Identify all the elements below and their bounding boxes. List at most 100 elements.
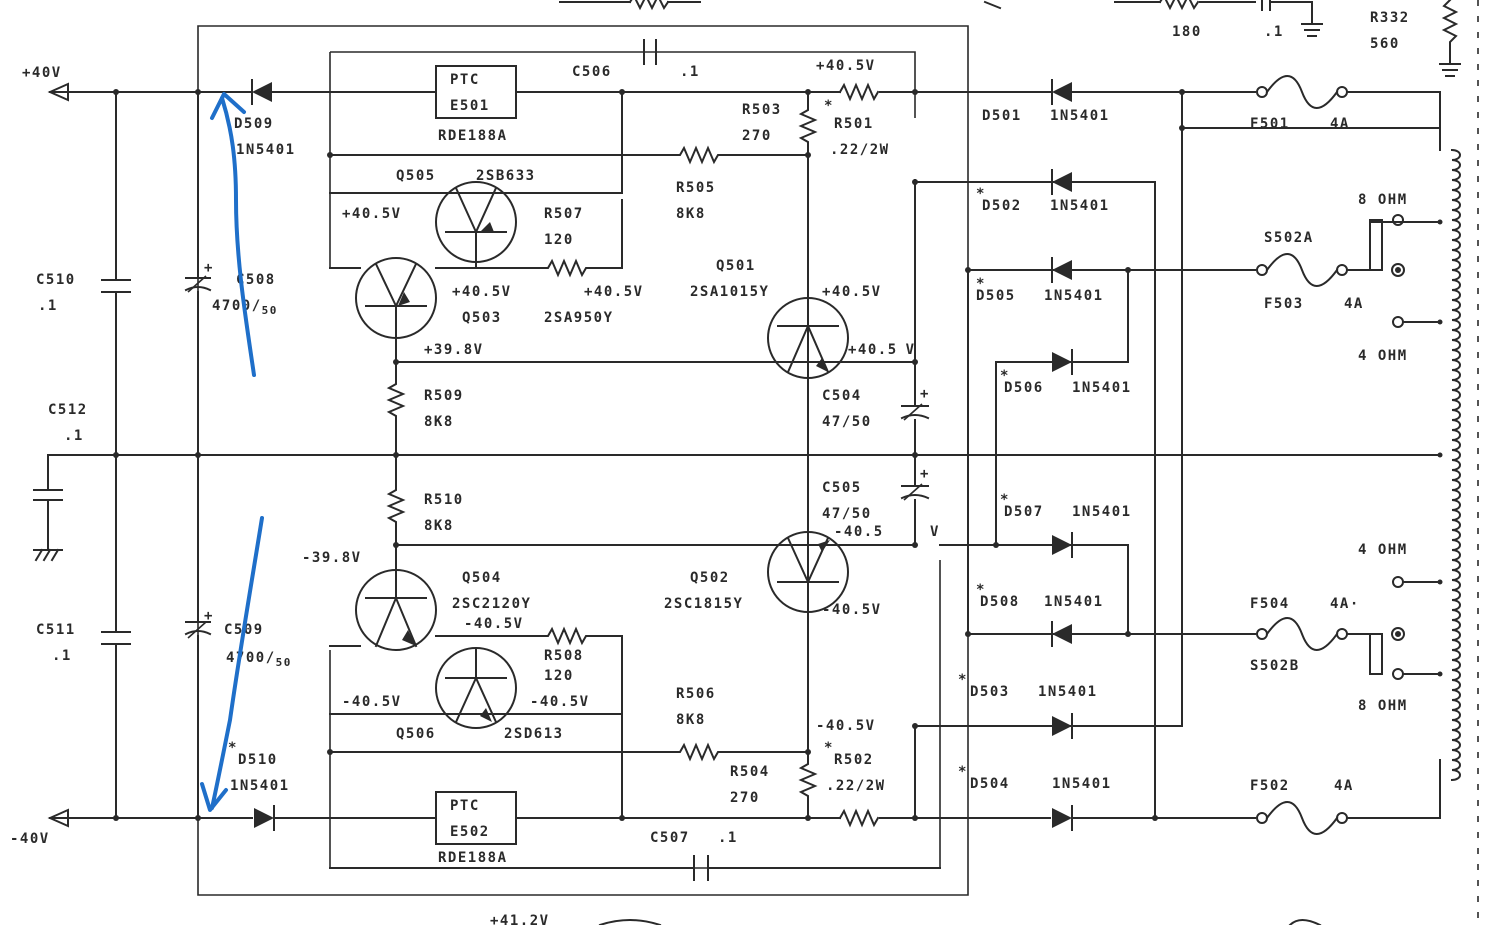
e501-label: E501: [450, 98, 490, 114]
q504-node-voltage: -39.8V: [302, 550, 362, 566]
f501-value: 4A: [1330, 116, 1350, 132]
r510-value: 8K8: [424, 518, 454, 534]
cap-c506: C506 .1: [572, 39, 698, 80]
diode-d510: D510 1N5401 *: [228, 740, 288, 831]
c505-label: C505: [822, 480, 862, 496]
e501-part: RDE188A: [438, 128, 508, 144]
q502-type: 2SC1815Y: [664, 596, 743, 612]
svg-text:*: *: [1000, 492, 1010, 508]
f503-label: F503: [1264, 296, 1304, 312]
d502-type: 1N5401: [1050, 198, 1110, 214]
svg-text:*: *: [958, 764, 968, 780]
c510-label: C510: [36, 272, 76, 288]
c505-voltage: -40.5: [834, 524, 884, 540]
r506-value: 8K8: [676, 712, 706, 728]
tap-4ohm-top: 4 OHM: [1358, 348, 1408, 364]
svg-text:*: *: [976, 582, 986, 598]
q503-voltage-2: +40.5V: [584, 284, 644, 300]
svg-text:*: *: [824, 98, 834, 114]
svg-text:*: *: [976, 276, 986, 292]
r502-label: R502: [834, 752, 874, 768]
r501-label: R501: [834, 116, 874, 132]
d506-label: D506: [1004, 380, 1044, 396]
s502a-label: S502A: [1264, 230, 1314, 246]
r501-voltage: +40.5V: [816, 58, 876, 74]
q502-label: Q502: [690, 570, 730, 586]
f502-value: 4A: [1334, 778, 1354, 794]
q504-type: 2SC2120Y: [452, 596, 531, 612]
r503-value: 270: [742, 128, 772, 144]
q503-voltage: +40.5V: [452, 284, 512, 300]
c510-value: .1: [38, 298, 58, 314]
d503-label: D503: [970, 684, 1010, 700]
transformer-secondary: [1437, 0, 1479, 925]
c507-label: C507: [650, 830, 690, 846]
c512-value: .1: [64, 428, 84, 444]
r332-value: 560: [1370, 36, 1400, 52]
svg-text:PTC: PTC: [450, 72, 480, 88]
svg-text:+: +: [920, 386, 930, 402]
r510-label: R510: [424, 492, 464, 508]
rectifier-bridge: D501 1N5401 * D502 1N5401 * D505 1N5401 …: [912, 79, 1441, 831]
d509-label: D509: [234, 116, 274, 132]
r501-value: .22/2W: [830, 142, 890, 158]
c507-value: .1: [718, 830, 738, 846]
r505-label: R505: [676, 180, 716, 196]
tap-4ohm-bottom: 4 OHM: [1358, 542, 1408, 558]
pen-annotation-up-arrow: [210, 92, 256, 377]
r502-voltage: -40.5V: [816, 718, 876, 734]
r180-value: 180: [1172, 24, 1202, 40]
c509-value: 4700/50: [226, 650, 292, 669]
svg-text:*: *: [824, 740, 834, 756]
c504-label: C504: [822, 388, 862, 404]
q505-voltage: +40.5V: [342, 206, 402, 222]
c506-label: C506: [572, 64, 612, 80]
q506-voltage: -40.5V: [342, 694, 402, 710]
f503-value: 4A: [1344, 296, 1364, 312]
positive-rail: +40V: [22, 65, 1256, 102]
q506-voltage-2: -40.5V: [530, 694, 590, 710]
c509-plus: +: [204, 608, 214, 624]
r508-value: 120: [544, 668, 574, 684]
d504-label: D504: [970, 776, 1010, 792]
ground-rail: [33, 454, 1441, 562]
top-partial-circuit: 180 .1 R332 560 +41.2V: [490, 0, 1461, 925]
upper-regulator: +40.5V * R501 .22/2W R503 270 R505 8K8 Q…: [327, 58, 930, 601]
q502-voltage: -40.5V: [822, 602, 882, 618]
negative-rail: -40V: [10, 808, 1256, 847]
d507-type: 1N5401: [1072, 504, 1132, 520]
svg-text:V: V: [930, 524, 940, 540]
svg-text:*: *: [976, 186, 986, 202]
q501-voltage: +40.5V: [822, 284, 882, 300]
r508-label: R508: [544, 648, 584, 664]
d501-type: 1N5401: [1050, 108, 1110, 124]
q504-label: Q504: [462, 570, 502, 586]
q503-type: 2SA950Y: [544, 310, 614, 326]
d508-label: D508: [980, 594, 1020, 610]
diode-d509: D509 1N5401: [234, 79, 296, 158]
d509-type: 1N5401: [236, 142, 296, 158]
r503-label: R503: [742, 102, 782, 118]
negative-rail-label: -40V: [10, 831, 50, 847]
r507-value: 120: [544, 232, 574, 248]
cap-c507: C507 .1: [329, 830, 941, 881]
q503-node-voltage: +39.8V: [424, 342, 484, 358]
d507-label: D507: [1004, 504, 1044, 520]
tap-8ohm-bottom: 8 OHM: [1358, 698, 1408, 714]
d504-type: 1N5401: [1052, 776, 1112, 792]
svg-text:PTC: PTC: [450, 798, 480, 814]
top-partial-voltage: +41.2V: [490, 913, 550, 925]
c508-plus: +: [204, 260, 214, 276]
ptc-e501: PTC E501 RDE188A: [435, 65, 517, 144]
d503-type: 1N5401: [1038, 684, 1098, 700]
svg-text:*: *: [958, 672, 968, 688]
e502-part: RDE188A: [438, 850, 508, 866]
r332-label: R332: [1370, 10, 1410, 26]
f504-value: 4A·: [1330, 596, 1360, 612]
q501-label: Q501: [716, 258, 756, 274]
c511-value: .1: [52, 648, 72, 664]
impedance-switches: S502A 8 OHM 4 OHM S502B 4 OHM 8 OHM: [1250, 192, 1441, 714]
svg-text:*: *: [1000, 368, 1010, 384]
c508-value: 4700/50: [212, 298, 278, 317]
